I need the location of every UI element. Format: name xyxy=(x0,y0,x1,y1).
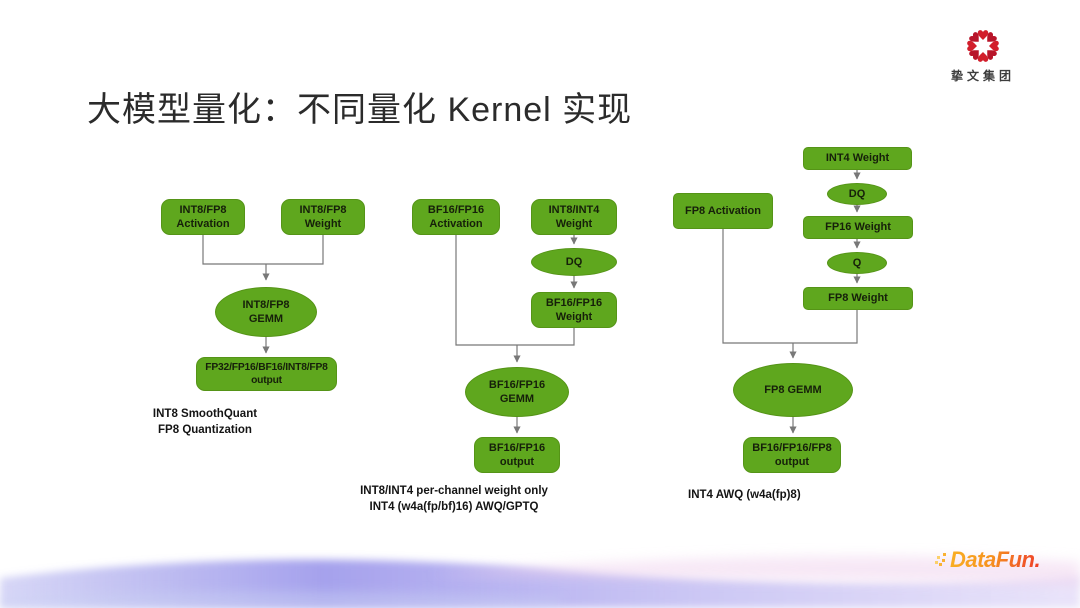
heart-flower-icon xyxy=(967,30,999,62)
node-fp8-weight: FP8 Weight xyxy=(803,287,913,310)
node-fp8-gemm: FP8 GEMM xyxy=(733,363,853,417)
node-bf16fp16-output: BF16/FP16 output xyxy=(474,437,560,473)
datafun-logo: DataFun. xyxy=(934,547,1041,573)
diagram2-caption: INT8/INT4 per-channel weight only INT4 (… xyxy=(360,485,548,513)
node-int8fp8-activation: INT8/FP8 Activation xyxy=(161,199,245,235)
diagram3-caption: INT4 AWQ (w4a(fp)8) xyxy=(688,489,801,501)
footer-wave xyxy=(0,556,1080,608)
node-fp16-weight: FP16 Weight xyxy=(803,216,913,239)
node-bf16fp16-weight: BF16/FP16 Weight xyxy=(531,292,617,328)
diagram1-caption: INT8 SmoothQuant FP8 Quantization xyxy=(152,408,258,436)
datafun-logo-text: DataFun. xyxy=(950,547,1041,572)
company-logo: 挚文集团 xyxy=(948,28,1018,84)
company-logo-text: 挚文集团 xyxy=(950,69,1015,83)
node-fp32-output: FP32/FP16/BF16/INT8/FP8 output xyxy=(196,357,337,391)
node-dq-ellipse: DQ xyxy=(531,248,617,276)
pixel-dots-icon xyxy=(935,553,946,566)
node-int8int4-weight: INT8/INT4 Weight xyxy=(531,199,617,235)
node-bf16fp16-activation: BF16/FP16 Activation xyxy=(412,199,500,235)
node-fp8-activation: FP8 Activation xyxy=(673,193,773,229)
node-bf16fp16-gemm: BF16/FP16 GEMM xyxy=(465,367,569,417)
node-q-ellipse: Q xyxy=(827,252,887,274)
node-int8fp8-gemm: INT8/FP8 GEMM xyxy=(215,287,317,337)
node-int4-weight: INT4 Weight xyxy=(803,147,912,170)
page-title: 大模型量化：不同量化 Kernel 实现 xyxy=(87,91,633,129)
node-bf16fp16fp8-output: BF16/FP16/FP8 output xyxy=(743,437,841,473)
node-int8fp8-weight: INT8/FP8 Weight xyxy=(281,199,365,235)
node-dq2-ellipse: DQ xyxy=(827,183,887,205)
